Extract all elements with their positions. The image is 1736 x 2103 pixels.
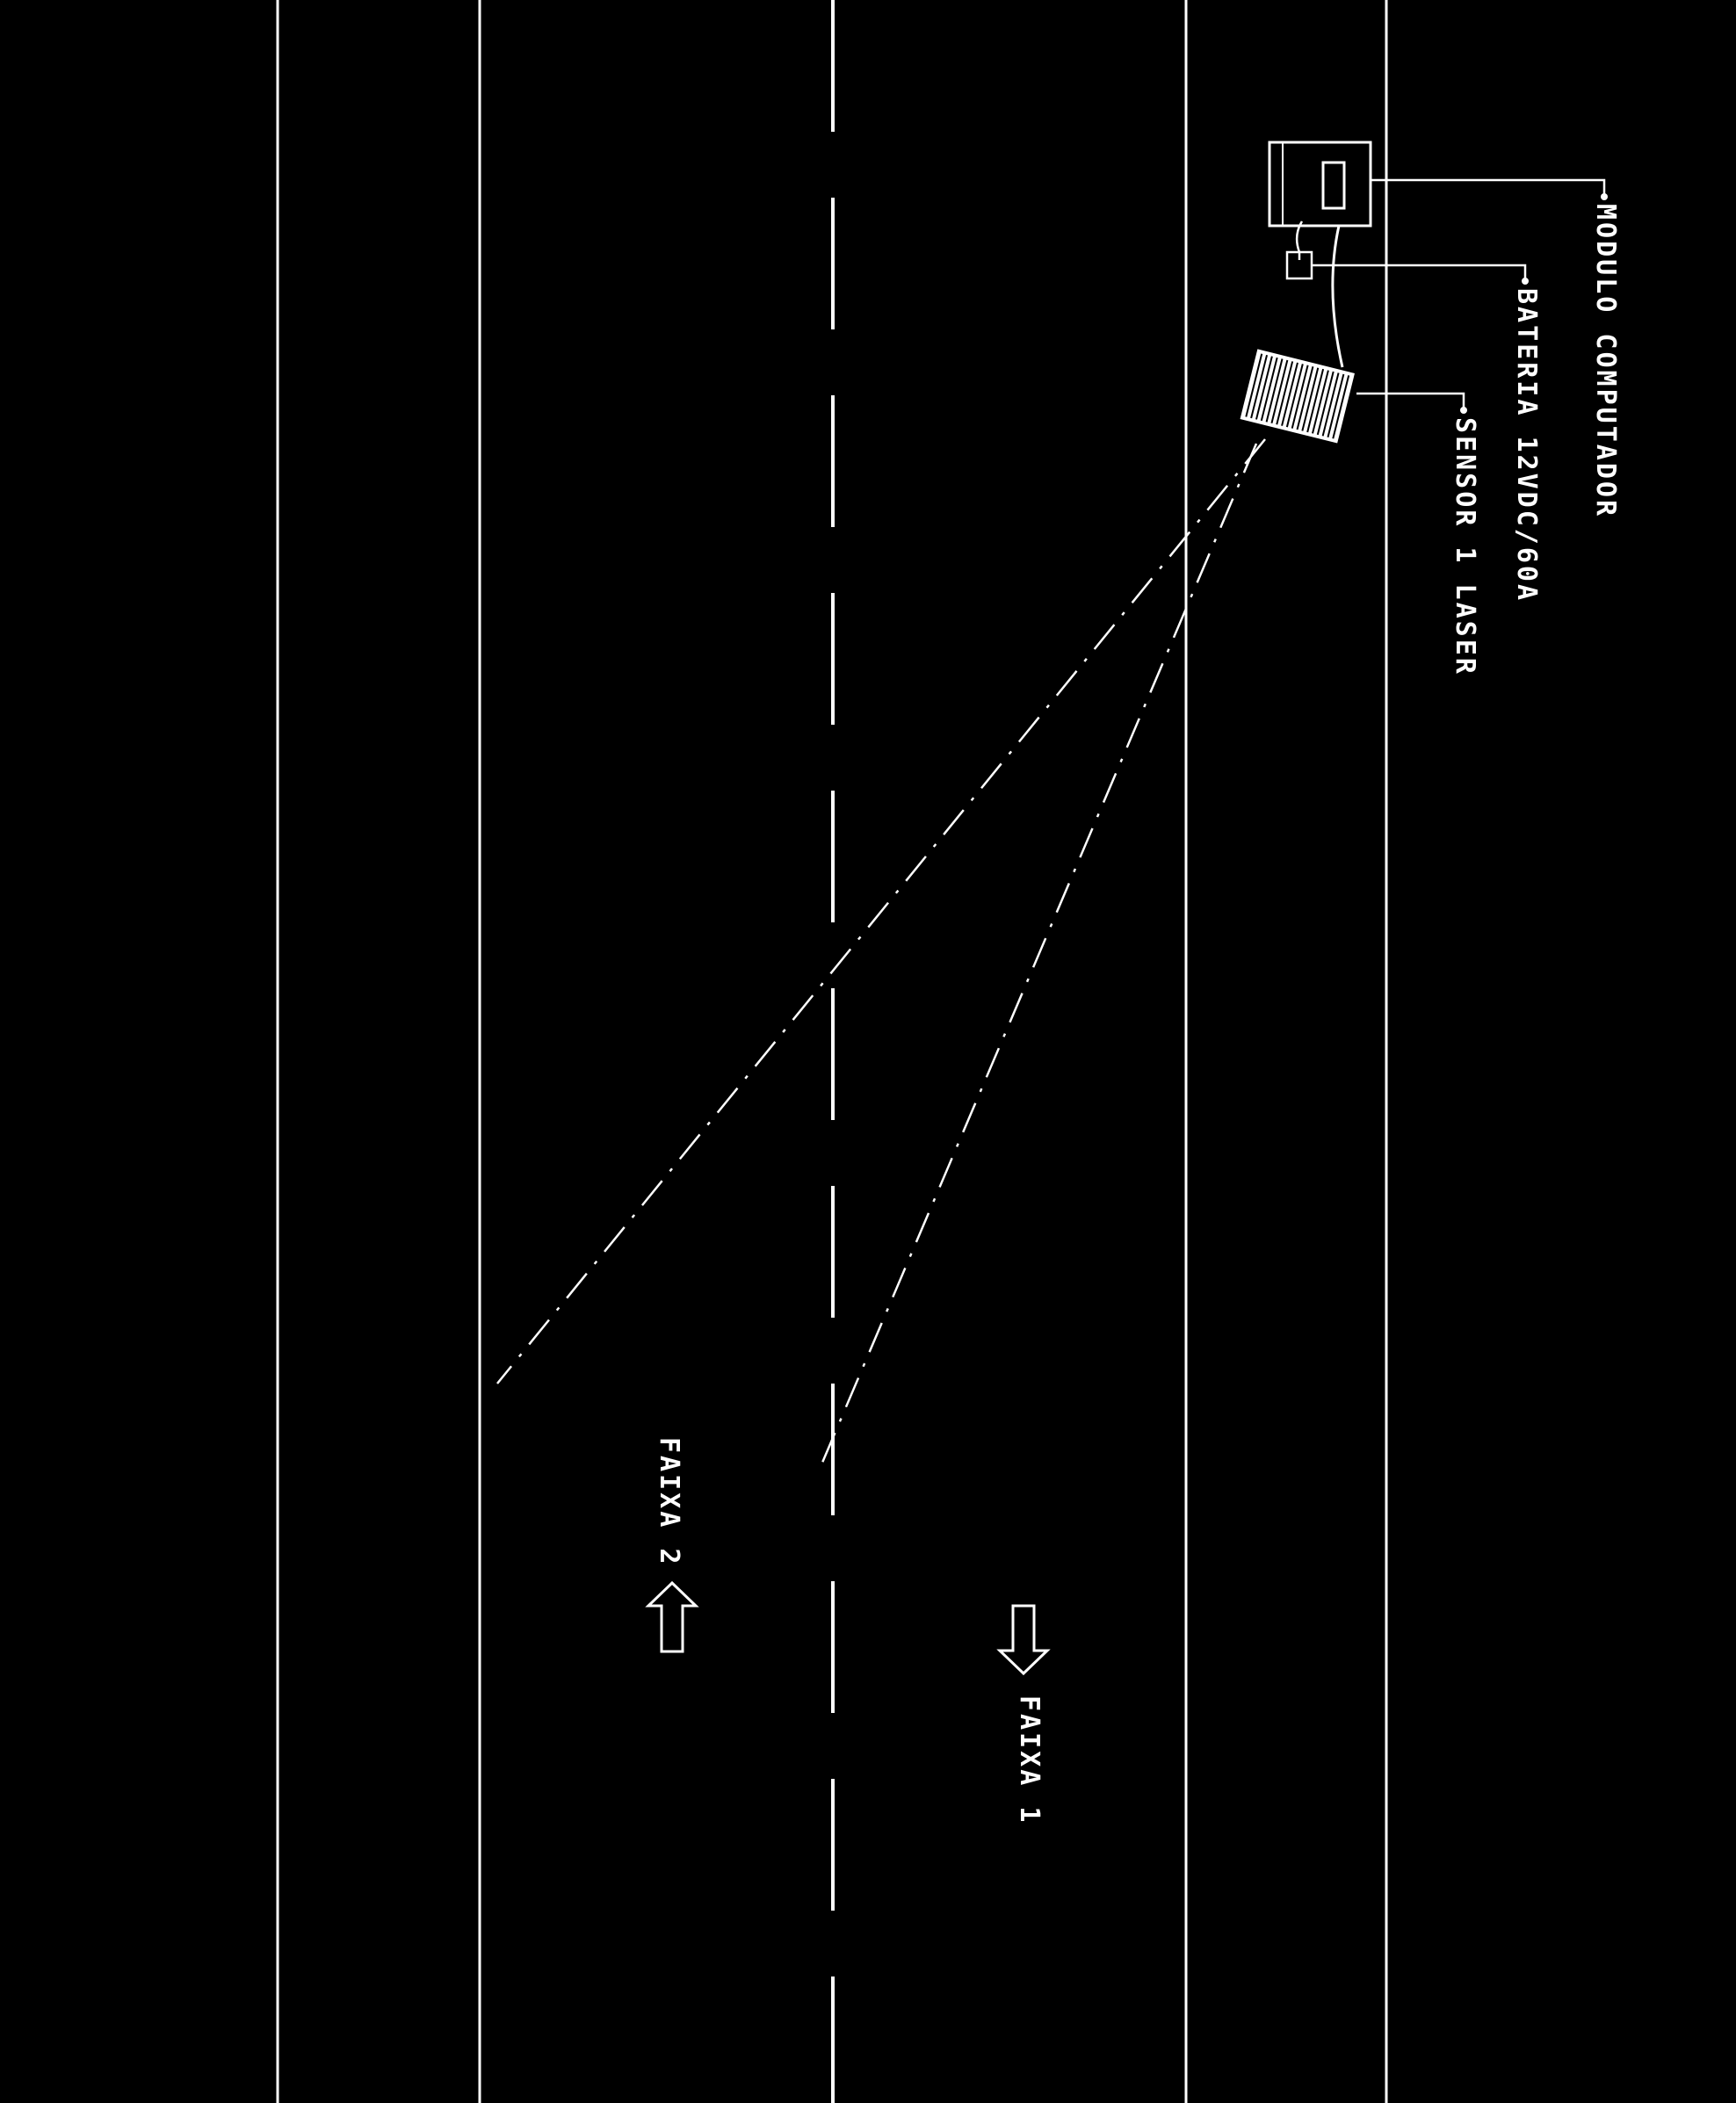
label-faixa-1: FAIXA 1 (1014, 1695, 1045, 1825)
computer-module (1268, 141, 1372, 228)
laser-beam-near (821, 443, 1258, 1463)
arrow-up-icon (645, 1580, 699, 1653)
leader-sensor (1356, 392, 1465, 408)
label-bateria: BATERIA 12VDC/60A (1511, 288, 1542, 603)
leader-dot-bateria (1522, 278, 1529, 285)
laser-beams (496, 438, 1266, 1463)
laser-beam-far (496, 438, 1266, 1384)
leader-dots (1460, 193, 1608, 414)
sensor-cable (1331, 225, 1344, 368)
road-lines (276, 0, 1388, 2103)
leader-dot-sensor (1460, 407, 1467, 414)
arrow-down-icon (996, 1604, 1051, 1676)
leader-bateria (1312, 264, 1527, 279)
computer-module-screen (1321, 161, 1346, 210)
battery-wire (1295, 220, 1304, 253)
label-modulo-computador: MODULO COMPUTADOR (1590, 204, 1621, 518)
leader-dot-modulo (1601, 193, 1608, 200)
computer-module-box (1268, 141, 1372, 228)
label-sensor-laser: SENSOR 1 LASER (1450, 417, 1480, 676)
laser-sensor-hatching (1245, 353, 1350, 439)
leader-lines (1312, 178, 1606, 408)
label-faixa-2: FAIXA 2 (654, 1437, 684, 1566)
leader-modulo-computador (1371, 178, 1606, 195)
laser-sensor (1240, 349, 1355, 444)
